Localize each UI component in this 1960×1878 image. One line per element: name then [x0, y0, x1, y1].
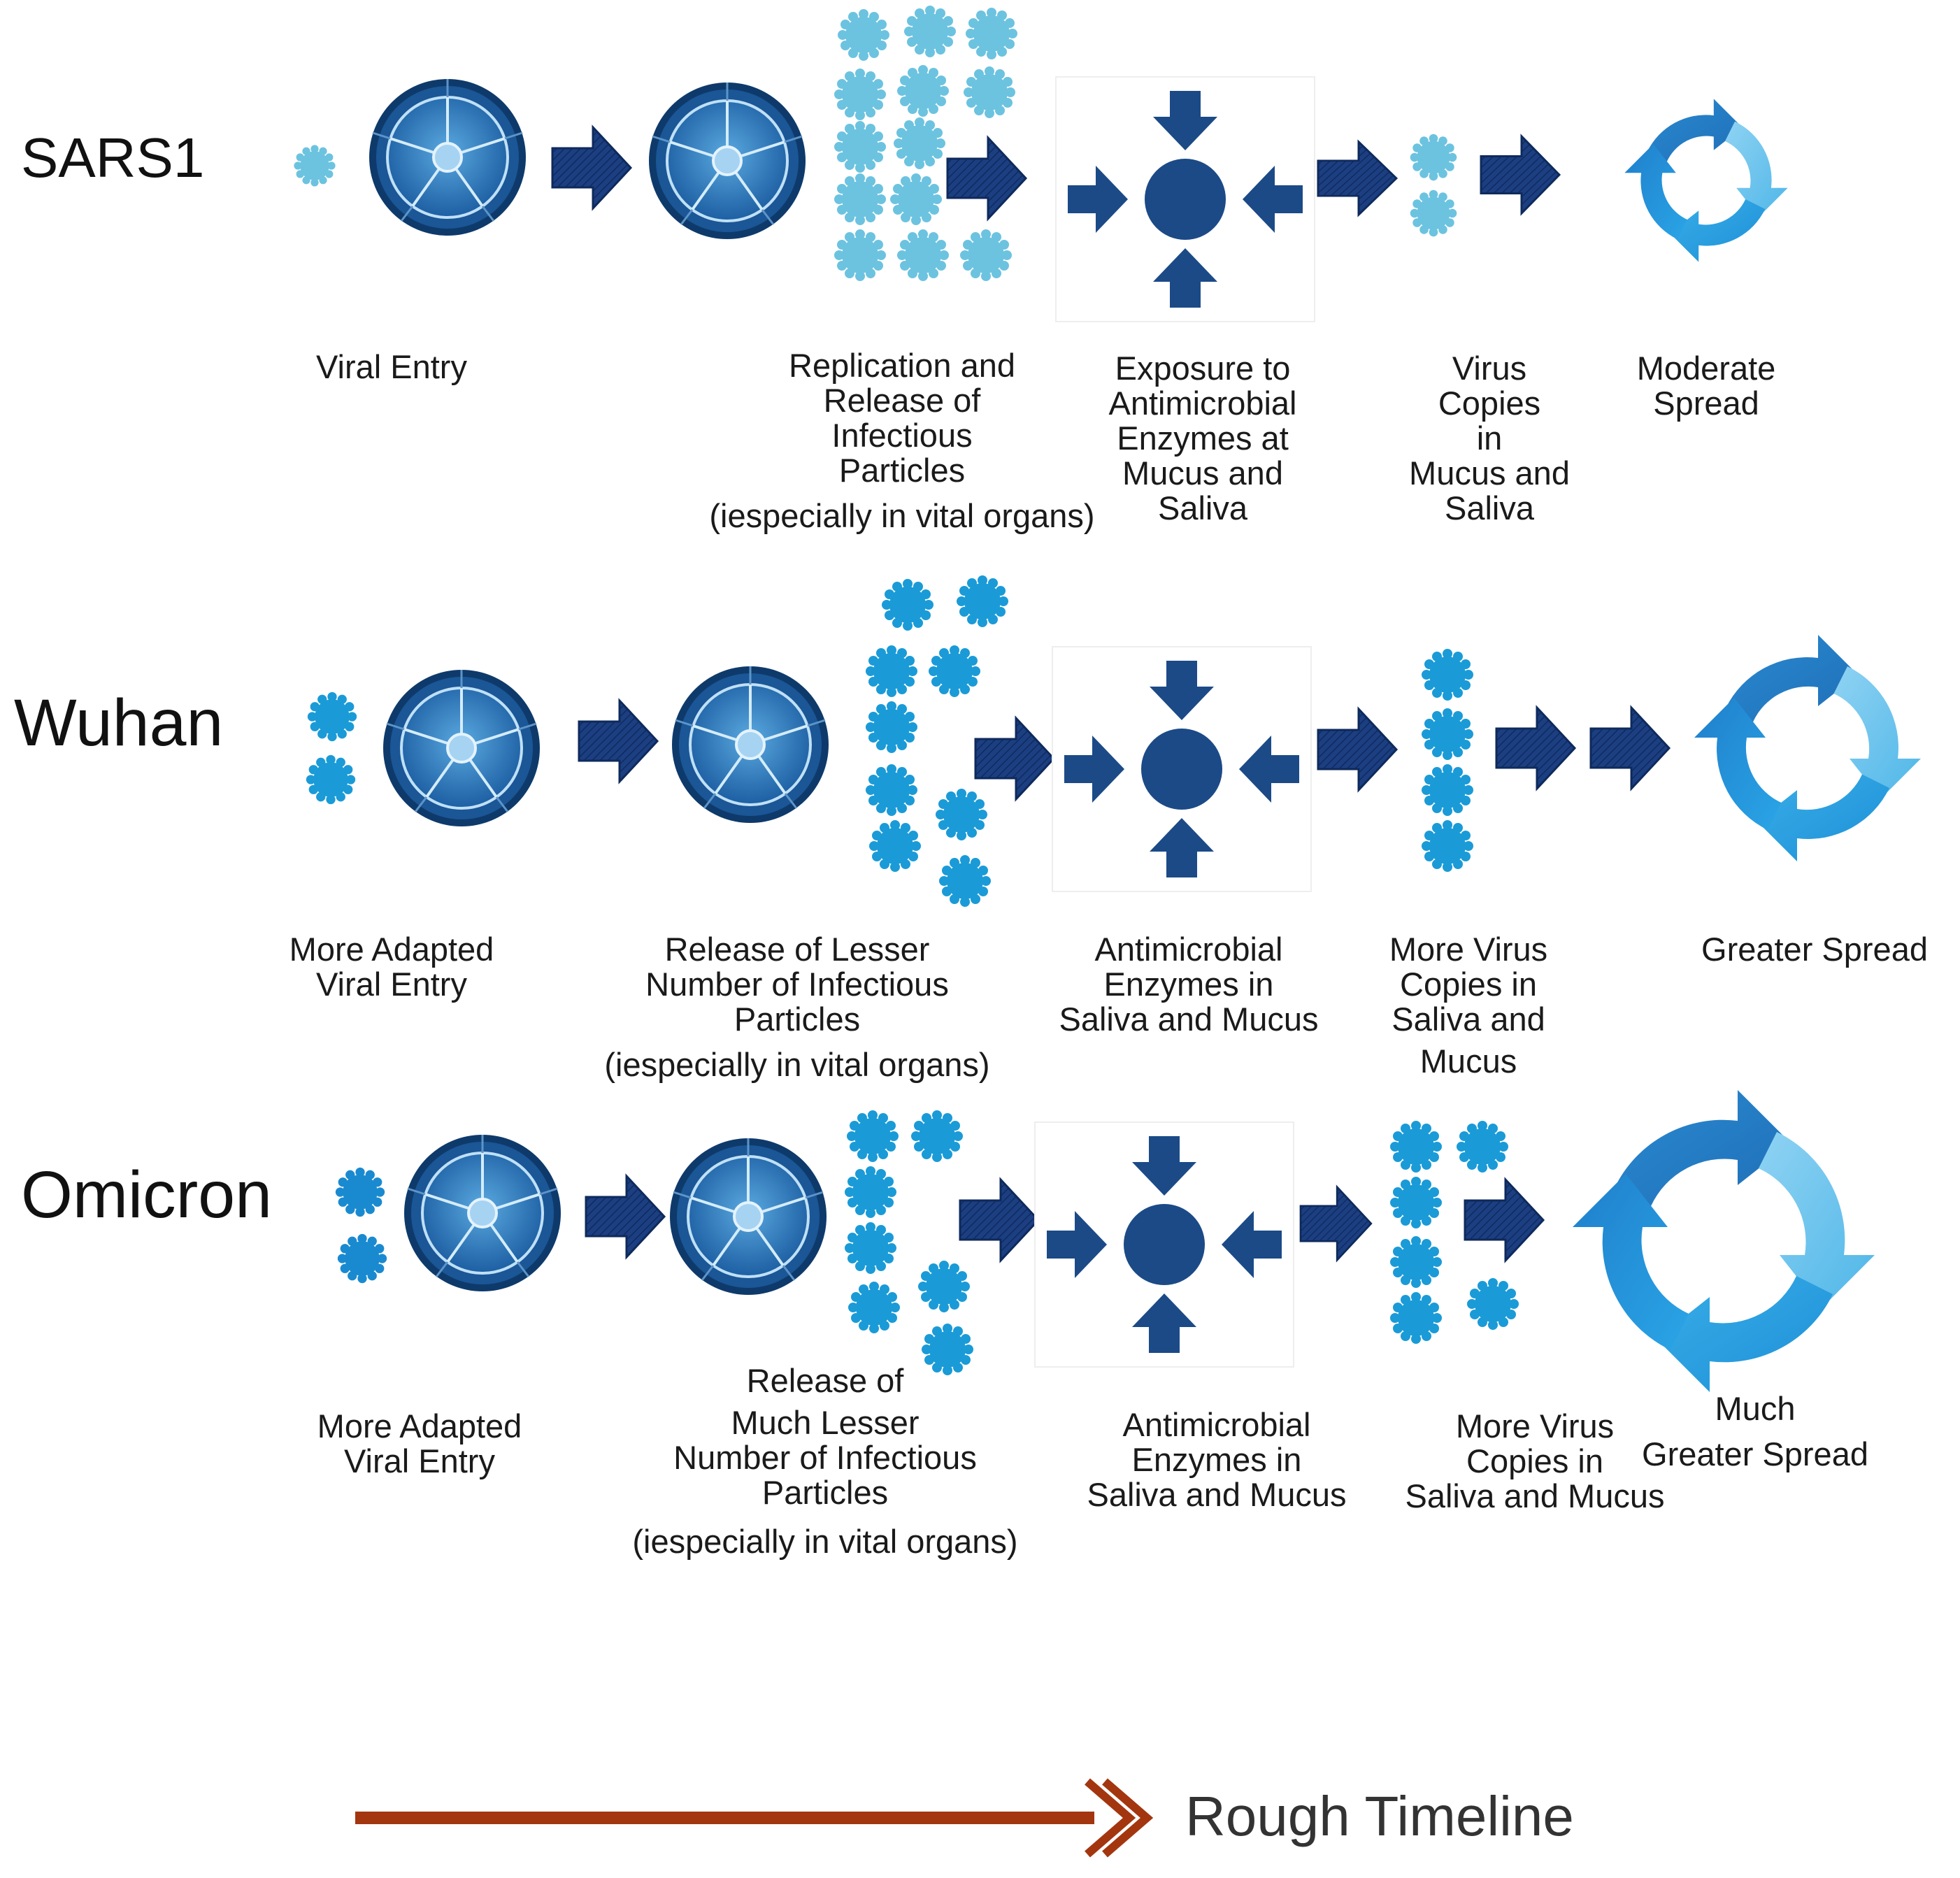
host-cell-icon	[671, 665, 830, 824]
virus-particle-icon	[1390, 1177, 1442, 1228]
virus-particle-icon	[306, 754, 356, 805]
host-cell-icon	[668, 1137, 828, 1296]
virus-particle-icon	[866, 764, 917, 816]
virus-particle-icon	[890, 173, 942, 225]
flow-arrow-icon	[1480, 135, 1561, 215]
host-cell-icon	[382, 668, 541, 828]
virus-entry-group	[306, 691, 357, 805]
enzyme-exposure-icon	[1052, 646, 1312, 892]
flow-arrow-icon	[1299, 1186, 1373, 1261]
flow-arrow-icon	[1464, 1178, 1545, 1262]
virus-particle-icon	[834, 229, 886, 281]
virus-particle-icon	[848, 1282, 900, 1333]
host-cell-icon	[403, 1133, 562, 1293]
label-spread: Moderate Spread	[1636, 350, 1776, 422]
virus-particle-icon	[1390, 1121, 1442, 1173]
virus-copies	[1410, 134, 1457, 237]
spread-cycle-icon	[1624, 99, 1788, 262]
label-spread: Greater Spread	[1701, 931, 1928, 968]
flow-arrow-icon	[1495, 706, 1576, 790]
flow-arrow-icon	[946, 136, 1027, 220]
enzyme-exposure-icon	[1055, 76, 1315, 322]
virus-particle-icon	[882, 579, 933, 631]
host-cell-icon	[368, 78, 527, 237]
virus-particle-icon	[869, 820, 921, 872]
label-copies: More Virus Copies in Saliva and Mucus	[1405, 1407, 1665, 1514]
virus-particle-icon	[918, 1261, 970, 1312]
virus-particle-icon	[1422, 820, 1473, 872]
flow-arrow-icon	[1589, 706, 1671, 790]
label-copies: Virus Copies in Mucus and Saliva	[1409, 350, 1570, 526]
row-title-omicron: Omicron	[21, 1158, 272, 1232]
virus-particle-icon	[866, 645, 917, 697]
virus-particle-icon	[1467, 1278, 1519, 1330]
flow-arrow-icon	[578, 699, 659, 783]
label-release: Release of Much Lesser Number of Infecti…	[632, 1362, 1018, 1560]
spread-cycle-icon	[1694, 635, 1921, 861]
virus-particle-icon	[897, 65, 949, 117]
host-cell-icon	[648, 81, 807, 241]
spread-cycle-icon	[1573, 1090, 1875, 1392]
virus-particle-icon	[866, 701, 917, 753]
timeline-arrow-icon	[355, 1778, 1154, 1858]
virus-particle-icon	[834, 173, 886, 225]
virus-particle-icon	[957, 575, 1008, 627]
virus-particle-icon	[1410, 134, 1457, 181]
virus-particle-icon	[838, 9, 889, 61]
virus-particle-icon	[294, 145, 336, 187]
label-release: Replication and Release of Infectious Pa…	[709, 347, 1095, 534]
virus-particle-icon	[964, 66, 1015, 118]
virus-particle-icon	[1422, 764, 1473, 816]
flow-arrow-icon	[1317, 708, 1398, 791]
virus-particle-icon	[847, 1110, 899, 1162]
label-entry: More Adapted Viral Entry	[317, 1407, 522, 1479]
virus-particle-icon	[911, 1110, 963, 1162]
virus-particle-icon	[929, 645, 980, 697]
flow-arrow-icon	[959, 1178, 1040, 1262]
virus-particle-icon	[845, 1166, 896, 1218]
virus-particle-icon	[307, 691, 357, 742]
virus-particle-icon	[966, 8, 1017, 59]
virus-particle-icon	[904, 6, 956, 57]
row-title-sars1: SARS1	[21, 127, 205, 189]
virus-particle-icon	[1410, 189, 1457, 237]
virus-particle-icon	[936, 789, 987, 840]
label-enzymes: Exposure to Antimicrobial Enzymes at Muc…	[1108, 350, 1297, 526]
label-release: Release of Lesser Number of Infectious P…	[604, 931, 990, 1083]
label-spread: Much Greater Spread	[1642, 1390, 1868, 1472]
virus-particle-icon	[894, 117, 945, 169]
virus-particle-icon	[845, 1222, 896, 1274]
label-enzymes: Antimicrobial Enzymes in Saliva and Mucu…	[1087, 1406, 1347, 1513]
row-omicron	[335, 1090, 1875, 1392]
virus-entry-group	[335, 1167, 387, 1284]
flow-arrow-icon	[1317, 141, 1398, 216]
virus-particle-icon	[1422, 649, 1473, 701]
row-title-wuhan: Wuhan	[14, 686, 224, 760]
row-sars1	[294, 6, 1788, 322]
virus-cluster	[845, 1110, 973, 1375]
virus-particle-icon	[960, 229, 1012, 281]
label-entry: Viral Entry	[316, 348, 467, 385]
virus-particle-icon	[335, 1167, 385, 1217]
flow-arrow-icon	[974, 717, 1055, 801]
virus-particle-icon	[939, 855, 991, 907]
virus-particle-icon	[834, 69, 886, 120]
virus-particle-icon	[897, 229, 949, 281]
virus-particle-icon	[1390, 1292, 1442, 1344]
enzyme-exposure-icon	[1034, 1121, 1294, 1368]
label-enzymes: Antimicrobial Enzymes in Saliva and Mucu…	[1059, 931, 1319, 1038]
timeline-label: Rough Timeline	[1185, 1785, 1574, 1847]
virus-particle-icon	[1390, 1236, 1442, 1288]
virus-particle-icon	[834, 121, 886, 173]
virus-particle-icon	[1422, 708, 1473, 760]
flow-arrow-icon	[551, 126, 632, 210]
virus-copies	[1422, 649, 1473, 872]
label-copies: More Virus Copies in Saliva and Mucus	[1389, 931, 1548, 1080]
virus-particle-icon	[337, 1233, 387, 1284]
flow-arrow-icon	[585, 1175, 666, 1259]
virus-particle-icon	[1457, 1121, 1508, 1173]
row-wuhan	[306, 575, 1921, 907]
label-entry: More Adapted Viral Entry	[289, 931, 494, 1003]
